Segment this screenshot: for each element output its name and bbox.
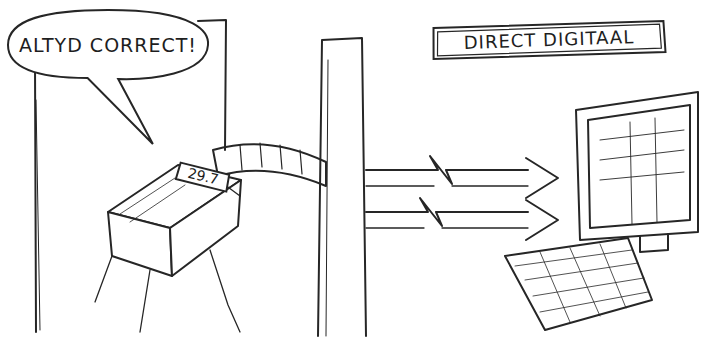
post (318, 38, 366, 336)
post-shade (326, 60, 328, 336)
signal-arrow (366, 185, 528, 186)
monitor-frame (576, 92, 698, 240)
display-reading: 29.7 (186, 166, 220, 188)
heading-box: DIRECT DIGITAAL (431, 18, 666, 62)
device-side (170, 180, 241, 276)
strap-marks (240, 143, 302, 174)
sketch-text: DIRECT DIGITAAL (463, 27, 634, 53)
screen-table (600, 118, 684, 224)
monitor-stand (640, 234, 668, 252)
signal-arrow (366, 156, 528, 184)
sketch-text: ALTYD CORRECT! (19, 35, 197, 56)
signal-arrow (366, 227, 528, 228)
monitor-screen (588, 105, 690, 228)
speech-bubble: ALTYD CORRECT! (6, 8, 210, 82)
keyboard-keys (515, 244, 648, 322)
arrow-head (526, 158, 558, 198)
arrow-head (526, 200, 558, 240)
device-shading (120, 178, 185, 222)
keyboard (505, 238, 652, 330)
device-front (108, 212, 172, 276)
panel-edge (36, 100, 40, 330)
signal-arrow (366, 198, 528, 226)
hand-lines (95, 250, 240, 332)
